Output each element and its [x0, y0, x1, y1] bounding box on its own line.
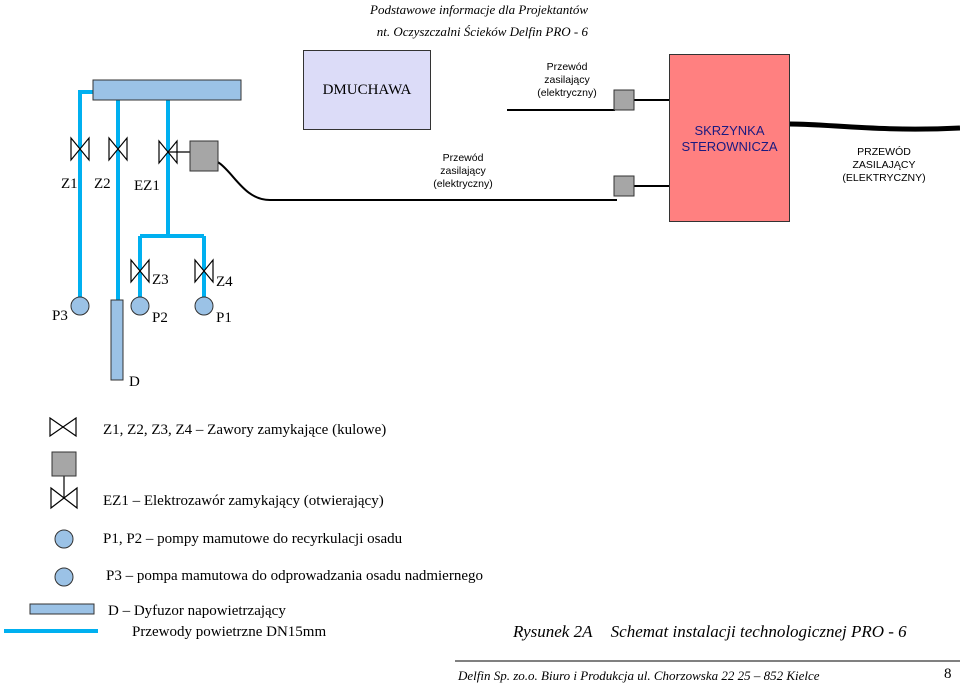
power-cable-mid-line2: zasilający: [440, 165, 486, 178]
figure-number: Rysunek 2A: [513, 622, 593, 641]
power-cable-mid-label: Przewód zasilający (elektryczny): [424, 152, 502, 191]
power-supply-label: PRZEWÓD ZASILAJĄCY (ELEKTRYCZNY): [834, 146, 934, 185]
power-cable-mid-line3: (elektryczny): [433, 178, 493, 191]
power-supply-cable: [789, 121, 960, 132]
valve-z4-icon: [194, 258, 214, 284]
solenoid-actuator-icon: [189, 140, 219, 172]
label-z1: Z1: [61, 176, 78, 192]
legend-valves: Z1, Z2, Z3, Z4 – Zawory zamykające (kulo…: [103, 422, 387, 438]
label-z4: Z4: [216, 274, 233, 290]
legend-diffuser-icon: [29, 603, 95, 615]
page-number: 8: [944, 666, 952, 682]
legend-pumps: P1, P2 – pompy mamutowe do recyrkulacji …: [103, 531, 403, 547]
valve-z2-icon: [108, 136, 128, 162]
power-cable-top-line3: (elektryczny): [537, 87, 597, 100]
control-box-label-line1: SKRZYNKA: [694, 123, 765, 138]
label-z3: Z3: [152, 272, 169, 288]
header-subtitle: nt. Oczyszczalni Ścieków Delfin PRO - 6: [376, 24, 588, 39]
legend-solenoid: EZ1 – Elektrozawór zamykający (otwierają…: [103, 493, 384, 509]
label-ez1: EZ1: [134, 178, 160, 194]
legend-valve-icon: [49, 416, 77, 438]
power-cable-top-label: Przewód zasilający (elektryczny): [528, 61, 606, 100]
power-cable-top-line2: zasilający: [544, 74, 590, 87]
valve-z1-icon: [70, 136, 90, 162]
legend-pump-icon: [54, 529, 74, 549]
control-box-label-line2: STEROWNICZA: [681, 139, 778, 155]
connector-icon: [613, 175, 635, 197]
diffuser-d-icon: [110, 299, 124, 381]
blower-box: DMUCHAWA: [303, 50, 431, 130]
label-d: D: [129, 374, 140, 390]
valve-z3-icon: [130, 258, 150, 284]
legend-air-pipes: Przewody powietrzne DN15mm: [132, 624, 327, 640]
label-p3: P3: [52, 308, 68, 324]
header-title: Podstawowe informacje dla Projektantów: [370, 2, 588, 17]
legend-diffuser: D – Dyfuzor napowietrzający: [108, 603, 286, 619]
pump-p1-icon: [194, 296, 214, 316]
label-p2: P2: [152, 310, 168, 326]
legend-solenoid-actuator-icon: [51, 451, 77, 477]
power-supply-line3: (ELEKTRYCZNY): [842, 172, 926, 185]
air-manifold: [92, 79, 242, 101]
figure-caption: Rysunek 2A Schemat instalacji technologi…: [513, 622, 907, 642]
figure-title: Schemat instalacji technologicznej PRO -…: [610, 622, 907, 641]
control-box: SKRZYNKA STEROWNICZA: [669, 54, 790, 222]
air-pipes: [78, 90, 206, 304]
label-z2: Z2: [94, 176, 111, 192]
blower-label: DMUCHAWA: [322, 81, 412, 98]
solenoid-valve-ez1-icon: [158, 139, 190, 165]
power-supply-line2: ZASILAJĄCY: [852, 159, 916, 172]
legend-sludge-pump: P3 – pompa mamutowa do odprowadzania osa…: [106, 568, 483, 584]
pump-p3-icon: [70, 296, 90, 316]
pump-p2-icon: [130, 296, 150, 316]
connector-icon: [613, 89, 635, 111]
power-cable-mid-line1: Przewód: [442, 152, 484, 164]
label-p1: P1: [216, 310, 232, 326]
power-cable-top-line1: Przewód: [546, 61, 588, 73]
legend-sludge-pump-icon: [54, 567, 74, 587]
power-supply-line1: PRZEWÓD: [857, 146, 911, 158]
cable-ez1: [204, 157, 617, 201]
footer-company: Delfin Sp. zo.o. Biuro i Produkcja ul. C…: [458, 668, 820, 683]
